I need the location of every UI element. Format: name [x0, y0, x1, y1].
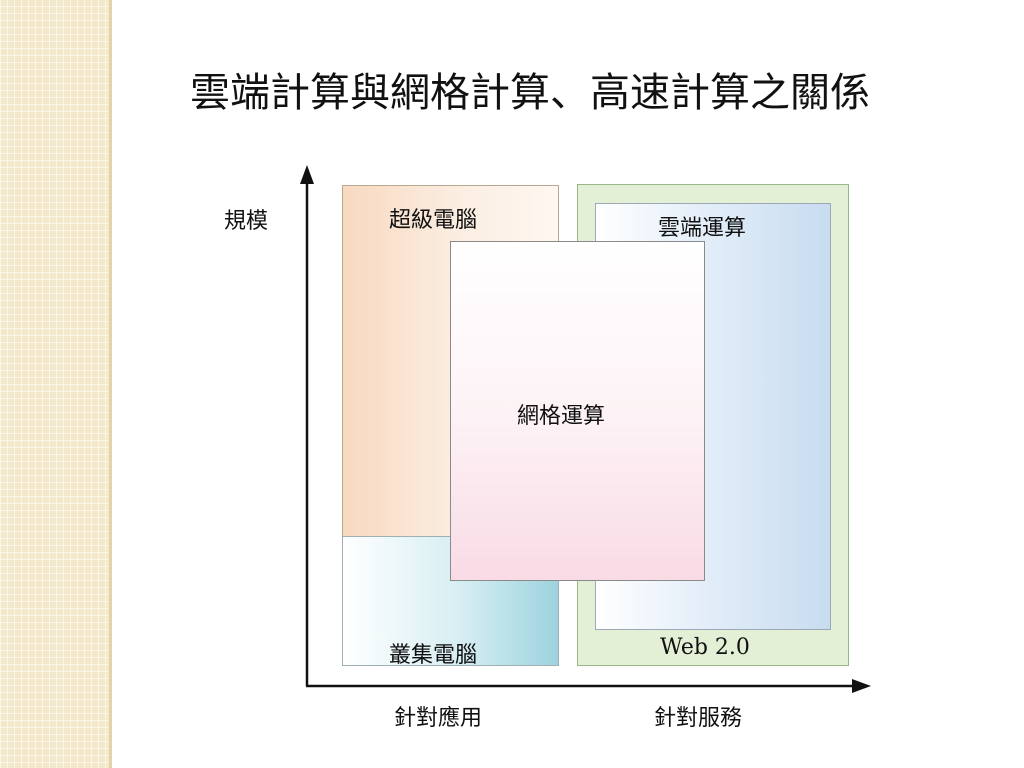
- cloud-computing-label: 雲端運算: [658, 216, 747, 241]
- cluster-label: 叢集電腦: [389, 643, 478, 668]
- y-axis-arrow: [300, 165, 314, 184]
- x-axis-arrow: [852, 679, 871, 693]
- y-axis-label: 規模: [224, 209, 269, 234]
- grid-computing-box: 網格運算: [450, 241, 705, 581]
- x-axis-label-services: 針對服務: [654, 706, 743, 731]
- supercomputer-label: 超級電腦: [389, 208, 478, 233]
- web-2-0-label: Web 2.0: [660, 635, 750, 660]
- decorative-side-strip: [0, 0, 112, 768]
- grid-computing-label: 網格運算: [517, 404, 606, 429]
- x-axis-label-applications: 針對應用: [394, 706, 483, 731]
- slide-title: 雲端計算與網格計算、高速計算之關係: [190, 70, 870, 116]
